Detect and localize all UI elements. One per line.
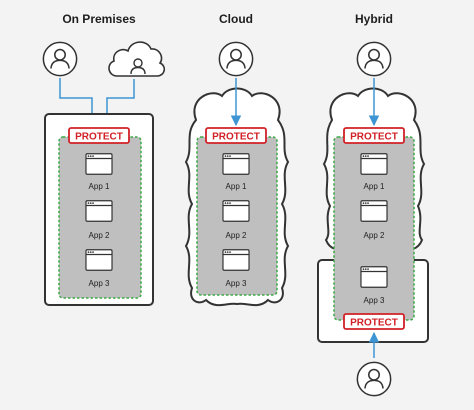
app-label: App 1 bbox=[89, 182, 110, 191]
user-icon bbox=[42, 41, 78, 77]
protect-label: PROTECT bbox=[350, 132, 398, 143]
app-window-icon bbox=[222, 200, 250, 222]
app-window-icon bbox=[85, 249, 113, 271]
app-label: App 3 bbox=[89, 279, 110, 288]
protect-label: PROTECT bbox=[75, 132, 123, 143]
arrow-user-to-protect bbox=[59, 78, 98, 128]
app-window-icon bbox=[360, 200, 388, 222]
app-label: App 2 bbox=[89, 231, 110, 240]
app-label: App 2 bbox=[226, 231, 247, 240]
app-window-icon bbox=[222, 249, 250, 271]
protect-label: PROTECT bbox=[350, 318, 398, 329]
app-window-icon bbox=[222, 153, 250, 175]
user-icon bbox=[218, 41, 254, 77]
column-title-cloud: Cloud bbox=[219, 12, 253, 26]
user-icon bbox=[356, 41, 392, 77]
arrow-cloud-user-to-protect bbox=[101, 79, 135, 128]
protect-badge bbox=[343, 313, 405, 330]
app-label: App 1 bbox=[364, 182, 385, 191]
user-icon bbox=[356, 361, 392, 397]
cloud-user-icon bbox=[108, 41, 166, 77]
app-window-icon bbox=[360, 266, 388, 288]
protect-badge bbox=[68, 127, 130, 144]
column-title-on-premises: On Premises bbox=[62, 12, 136, 26]
app-window-icon bbox=[85, 200, 113, 222]
column-title-hybrid: Hybrid bbox=[355, 12, 393, 26]
protect-label: PROTECT bbox=[212, 132, 260, 143]
app-label: App 3 bbox=[364, 296, 385, 305]
protect-badge bbox=[343, 127, 405, 144]
app-window-icon bbox=[360, 153, 388, 175]
app-label: App 3 bbox=[226, 279, 247, 288]
app-window-icon bbox=[85, 153, 113, 175]
app-label: App 1 bbox=[226, 182, 247, 191]
protect-badge bbox=[205, 127, 267, 144]
app-label: App 2 bbox=[364, 231, 385, 240]
